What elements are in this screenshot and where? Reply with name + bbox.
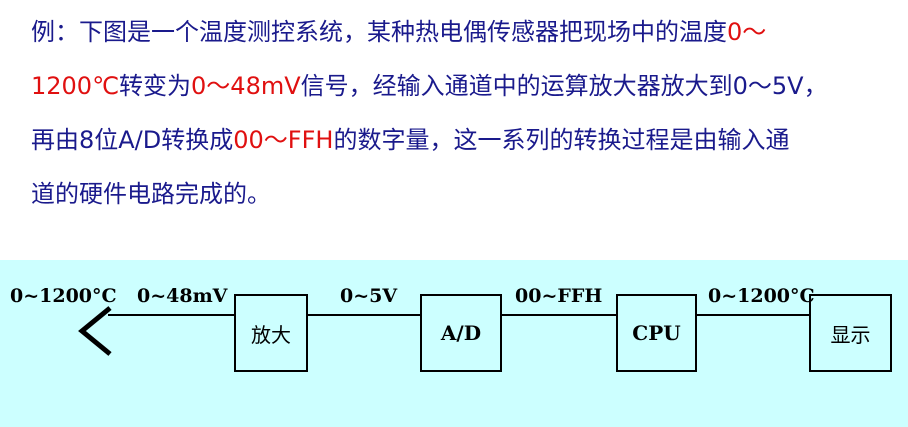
wire-adc-to-cpu — [500, 314, 618, 316]
line2-text-a: 转变为 — [119, 72, 192, 100]
signal-label-volt: 0~5V — [340, 285, 398, 307]
cpu-label: CPU — [632, 321, 681, 345]
line3-text-b: 的数字量，这一系列的转换过程是由输入通 — [333, 126, 790, 154]
mv-range-text: 0～48mV — [191, 72, 301, 100]
signal-label-input-temp: 0~1200°C — [10, 285, 117, 307]
amplifier-label: 放大 — [251, 322, 291, 347]
wire-amp-to-adc — [306, 314, 422, 316]
example-paragraph: 例：下图是一个温度测控系统，某种热电偶传感器把现场中的温度0～ 1200℃转变为… — [31, 12, 891, 228]
paragraph-line-3: 再由8位A/D转换成00～FFH的数字量，这一系列的转换过程是由输入通 — [31, 120, 891, 174]
paragraph-line-4: 道的硬件电路完成的。 — [31, 174, 891, 228]
paragraph-line-1: 例：下图是一个温度测控系统，某种热电偶传感器把现场中的温度0～ — [31, 12, 891, 66]
adc-label: A/D — [440, 321, 482, 345]
hex-range-text: 00～FFH — [233, 126, 334, 154]
amplifier-block: 放大 — [234, 294, 308, 372]
display-label: 显示 — [830, 322, 871, 347]
wire-sensor-to-amp — [108, 314, 236, 316]
signal-flow-diagram: 放大 A/D CPU 显示 0~1200°C 0~48mV 0~5V 00~FF… — [0, 260, 908, 427]
thermocouple-icon — [78, 306, 112, 356]
signal-label-mv: 0~48mV — [137, 285, 228, 307]
display-block: 显示 — [809, 294, 892, 372]
wire-cpu-to-display — [695, 314, 811, 316]
line4-text: 道的硬件电路完成的。 — [31, 180, 271, 208]
adc-block: A/D — [420, 294, 502, 372]
cpu-block: CPU — [616, 294, 697, 372]
paragraph-line-2: 1200℃转变为0～48mV信号，经输入通道中的运算放大器放大到0～5V， — [31, 66, 891, 120]
line3-text-a: 再由8位A/D转换成 — [31, 126, 234, 154]
temp-range-text: 1200℃ — [31, 72, 120, 100]
line1-text: 例：下图是一个温度测控系统，某种热电偶传感器把现场中的温度 — [31, 18, 727, 46]
signal-label-hex: 00~FFH — [515, 285, 603, 307]
signal-label-output-temp: 0~1200°C — [708, 285, 815, 307]
line2-text-b: 信号，经输入通道中的运算放大器放大到0～5V， — [300, 72, 828, 100]
line1-highlight: 0～ — [727, 18, 767, 46]
